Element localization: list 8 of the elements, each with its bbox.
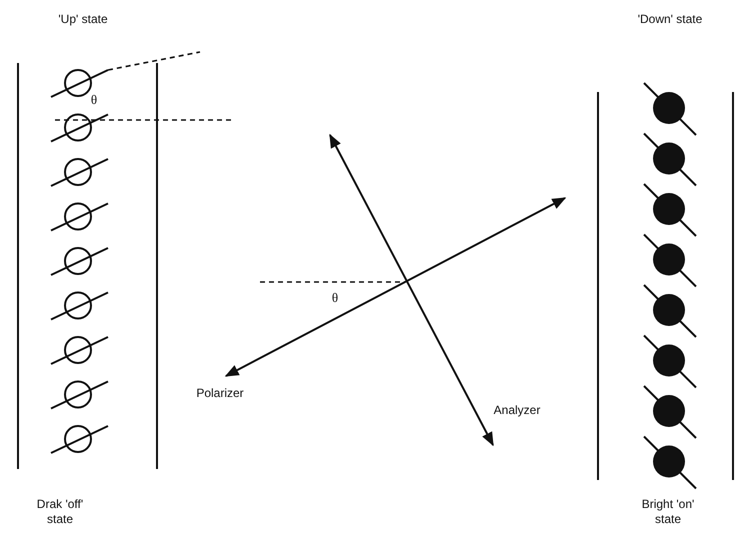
axis-label: Analyzer — [492, 403, 542, 418]
axis-label: Polarizer — [195, 386, 245, 401]
state-label: 'Up' state — [57, 12, 109, 27]
state-label: 'Down' state — [636, 12, 704, 27]
state-label: Drak 'off' state — [36, 497, 84, 527]
angle-label: θ — [90, 92, 98, 107]
angle-label: θ — [330, 290, 340, 305]
state-label: Bright 'on' state — [640, 497, 696, 527]
